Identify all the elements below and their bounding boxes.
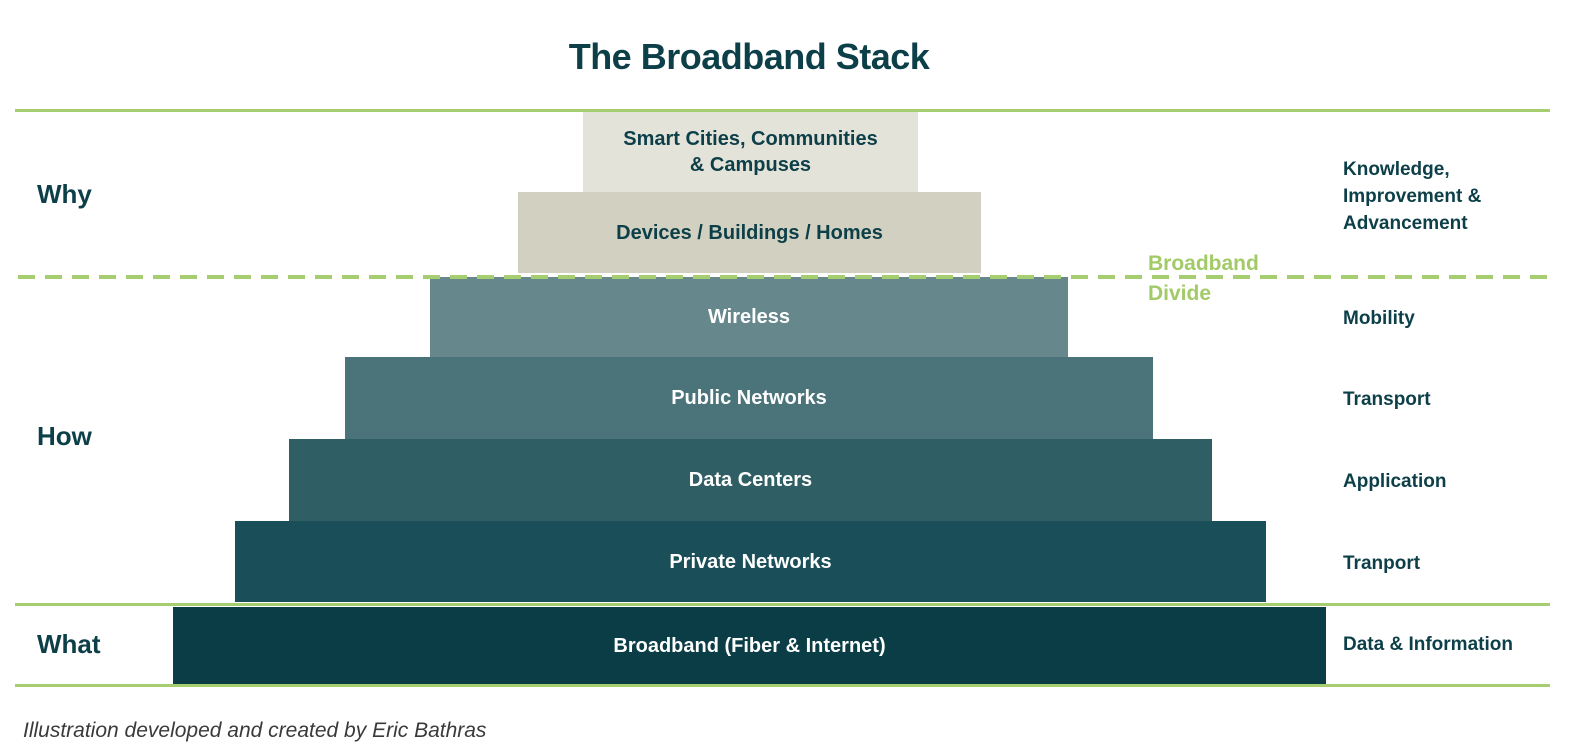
layer-public-networks-label: Public Networks — [671, 387, 827, 409]
what-row-top-line — [15, 603, 1550, 606]
layer-wireless-label: Wireless — [707, 306, 791, 328]
attribution-text: Illustration developed and created by Er… — [23, 719, 487, 742]
layer-smart-cities: Smart Cities, Communities & Campuses — [583, 112, 918, 192]
layer-devices-buildings-homes: Devices / Buildings / Homes — [518, 192, 981, 273]
right-label-knowledge-improvement-advancement: Knowledge, Improvement & Advancement — [1343, 159, 1482, 234]
layer-broadband-fiber-internet: Broadband (Fiber & Internet) — [173, 607, 1326, 684]
layer-private-networks-label: Private Networks — [669, 550, 832, 573]
left-label-what: What — [37, 629, 101, 659]
layer-devices-buildings-homes-label: Devices / Buildings / Homes — [616, 221, 883, 244]
what-row-bottom-line — [15, 684, 1550, 687]
broadband-divide-dashed-line — [18, 275, 1550, 279]
right-label-transport: Transport — [1343, 389, 1431, 410]
layer-smart-cities-label: Smart Cities, Communities & Campuses — [623, 128, 878, 176]
layer-data-centers: Data Centers — [289, 439, 1212, 521]
broadband-divide-label: Broadband Divide — [1148, 252, 1259, 305]
layer-broadband-fiber-internet-label: Broadband (Fiber & Internet) — [613, 634, 886, 657]
right-label-tranport: Tranport — [1343, 553, 1421, 574]
layer-wireless: Wireless — [430, 277, 1068, 357]
left-label-why: Why — [37, 179, 92, 209]
layer-data-centers-label: Data Centers — [688, 469, 813, 491]
layer-private-networks: Private Networks — [235, 521, 1266, 602]
page-title: The Broadband Stack — [568, 36, 930, 77]
layer-public-networks: Public Networks — [345, 357, 1153, 439]
right-label-data-information: Data & Information — [1343, 634, 1513, 655]
left-label-how: How — [37, 421, 92, 451]
right-label-mobility: Mobility — [1343, 308, 1415, 329]
right-label-application: Application — [1343, 471, 1447, 492]
why-section-top-line — [15, 109, 1550, 112]
